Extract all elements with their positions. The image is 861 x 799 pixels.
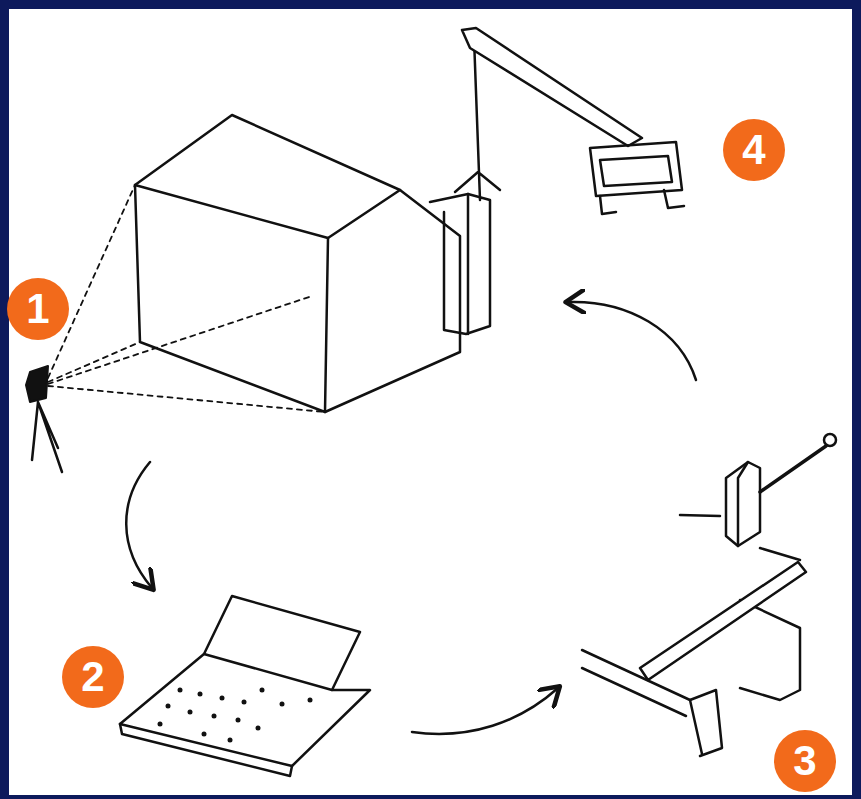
house-sketch	[135, 115, 460, 412]
scanner-camera	[26, 185, 325, 472]
drawing-area: 1 2 3 4	[9, 9, 852, 795]
flow-arrow	[126, 302, 696, 734]
callout-number: 1	[7, 278, 69, 340]
laptop-sketch	[120, 596, 370, 776]
process-sketch	[9, 9, 852, 795]
crane-lifting-panel	[430, 28, 684, 334]
callout-number: 3	[774, 730, 836, 792]
callout-number: 2	[62, 646, 124, 708]
cnc-machine	[582, 434, 836, 756]
callout-number: 4	[723, 119, 785, 181]
